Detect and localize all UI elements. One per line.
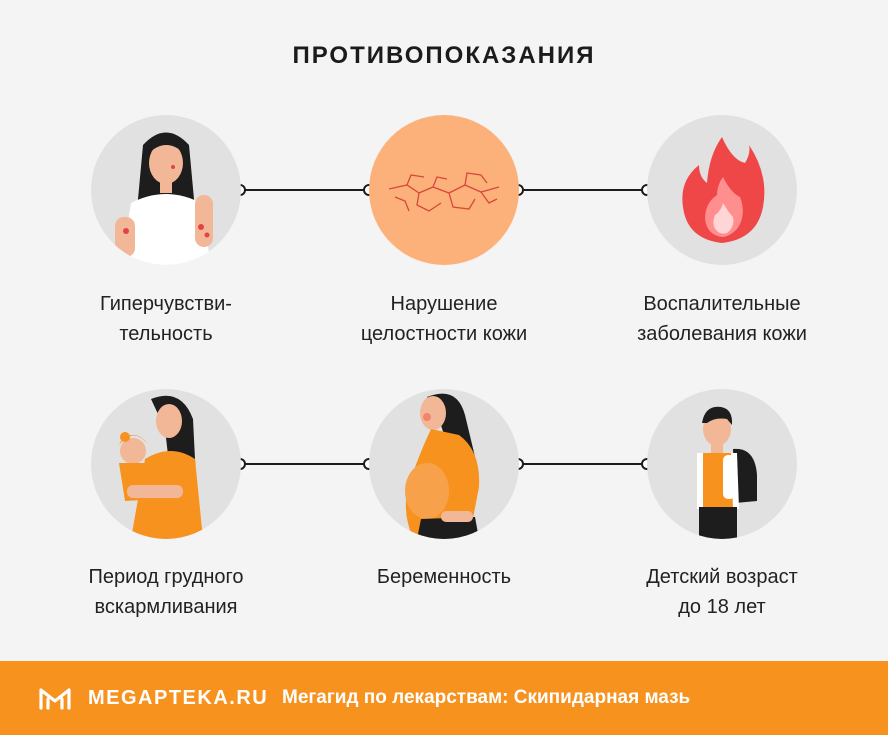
inflammation-illustration bbox=[647, 115, 797, 265]
item-label-line1: Гиперчувстви- bbox=[100, 293, 232, 315]
item-label-line1: Беременность bbox=[376, 566, 512, 588]
childhood-illustration bbox=[647, 389, 797, 539]
hypersensitivity-illustration bbox=[91, 115, 241, 265]
pregnant-woman-icon bbox=[405, 393, 480, 539]
breastfeeding-illustration bbox=[91, 389, 241, 539]
item-label-line1: Воспалительные bbox=[643, 293, 801, 315]
fire-icon bbox=[682, 137, 765, 243]
item-label-pregnancy: Беременность bbox=[314, 562, 574, 592]
cracked-skin-icon bbox=[388, 172, 500, 212]
footer-bar: MEGAPTEKA.RU Мегагид по лекарствам: Скип… bbox=[0, 661, 888, 735]
footer-brand[interactable]: MEGAPTEKA.RU bbox=[88, 687, 269, 709]
allergic-woman-icon bbox=[115, 132, 213, 265]
footer-tagline: Мегагид по лекарствам: Скипидарная мазь bbox=[282, 687, 691, 708]
item-label-line1: Период грудного bbox=[88, 566, 244, 588]
page-title: ПРОТИВОПОКАЗАНИЯ bbox=[292, 42, 596, 69]
item-label-hypersensitivity: Гиперчувстви- тельность bbox=[36, 289, 296, 349]
megapteka-logo-icon bbox=[39, 688, 71, 710]
skin-damage-illustration bbox=[369, 115, 519, 265]
item-label-line2: вскармливания bbox=[94, 596, 238, 618]
schoolboy-icon bbox=[697, 406, 757, 539]
item-label-line1: Нарушение bbox=[390, 293, 498, 315]
item-label-inflammation: Воспалительные заболевания кожи bbox=[592, 289, 852, 349]
pregnancy-illustration bbox=[369, 389, 519, 539]
item-label-line1: Детский возраст bbox=[646, 566, 798, 588]
item-label-line2: до 18 лет bbox=[678, 596, 766, 618]
item-label-line2: целостности кожи bbox=[360, 323, 528, 345]
item-label-breastfeeding: Период грудного вскармливания bbox=[36, 562, 296, 622]
item-label-line2: тельность bbox=[119, 323, 213, 345]
item-label-childhood: Детский возраст до 18 лет bbox=[592, 562, 852, 622]
item-label-skin-damage: Нарушение целостности кожи bbox=[314, 289, 574, 349]
item-label-line2: заболевания кожи bbox=[637, 323, 807, 345]
mother-with-baby-icon bbox=[119, 395, 203, 539]
